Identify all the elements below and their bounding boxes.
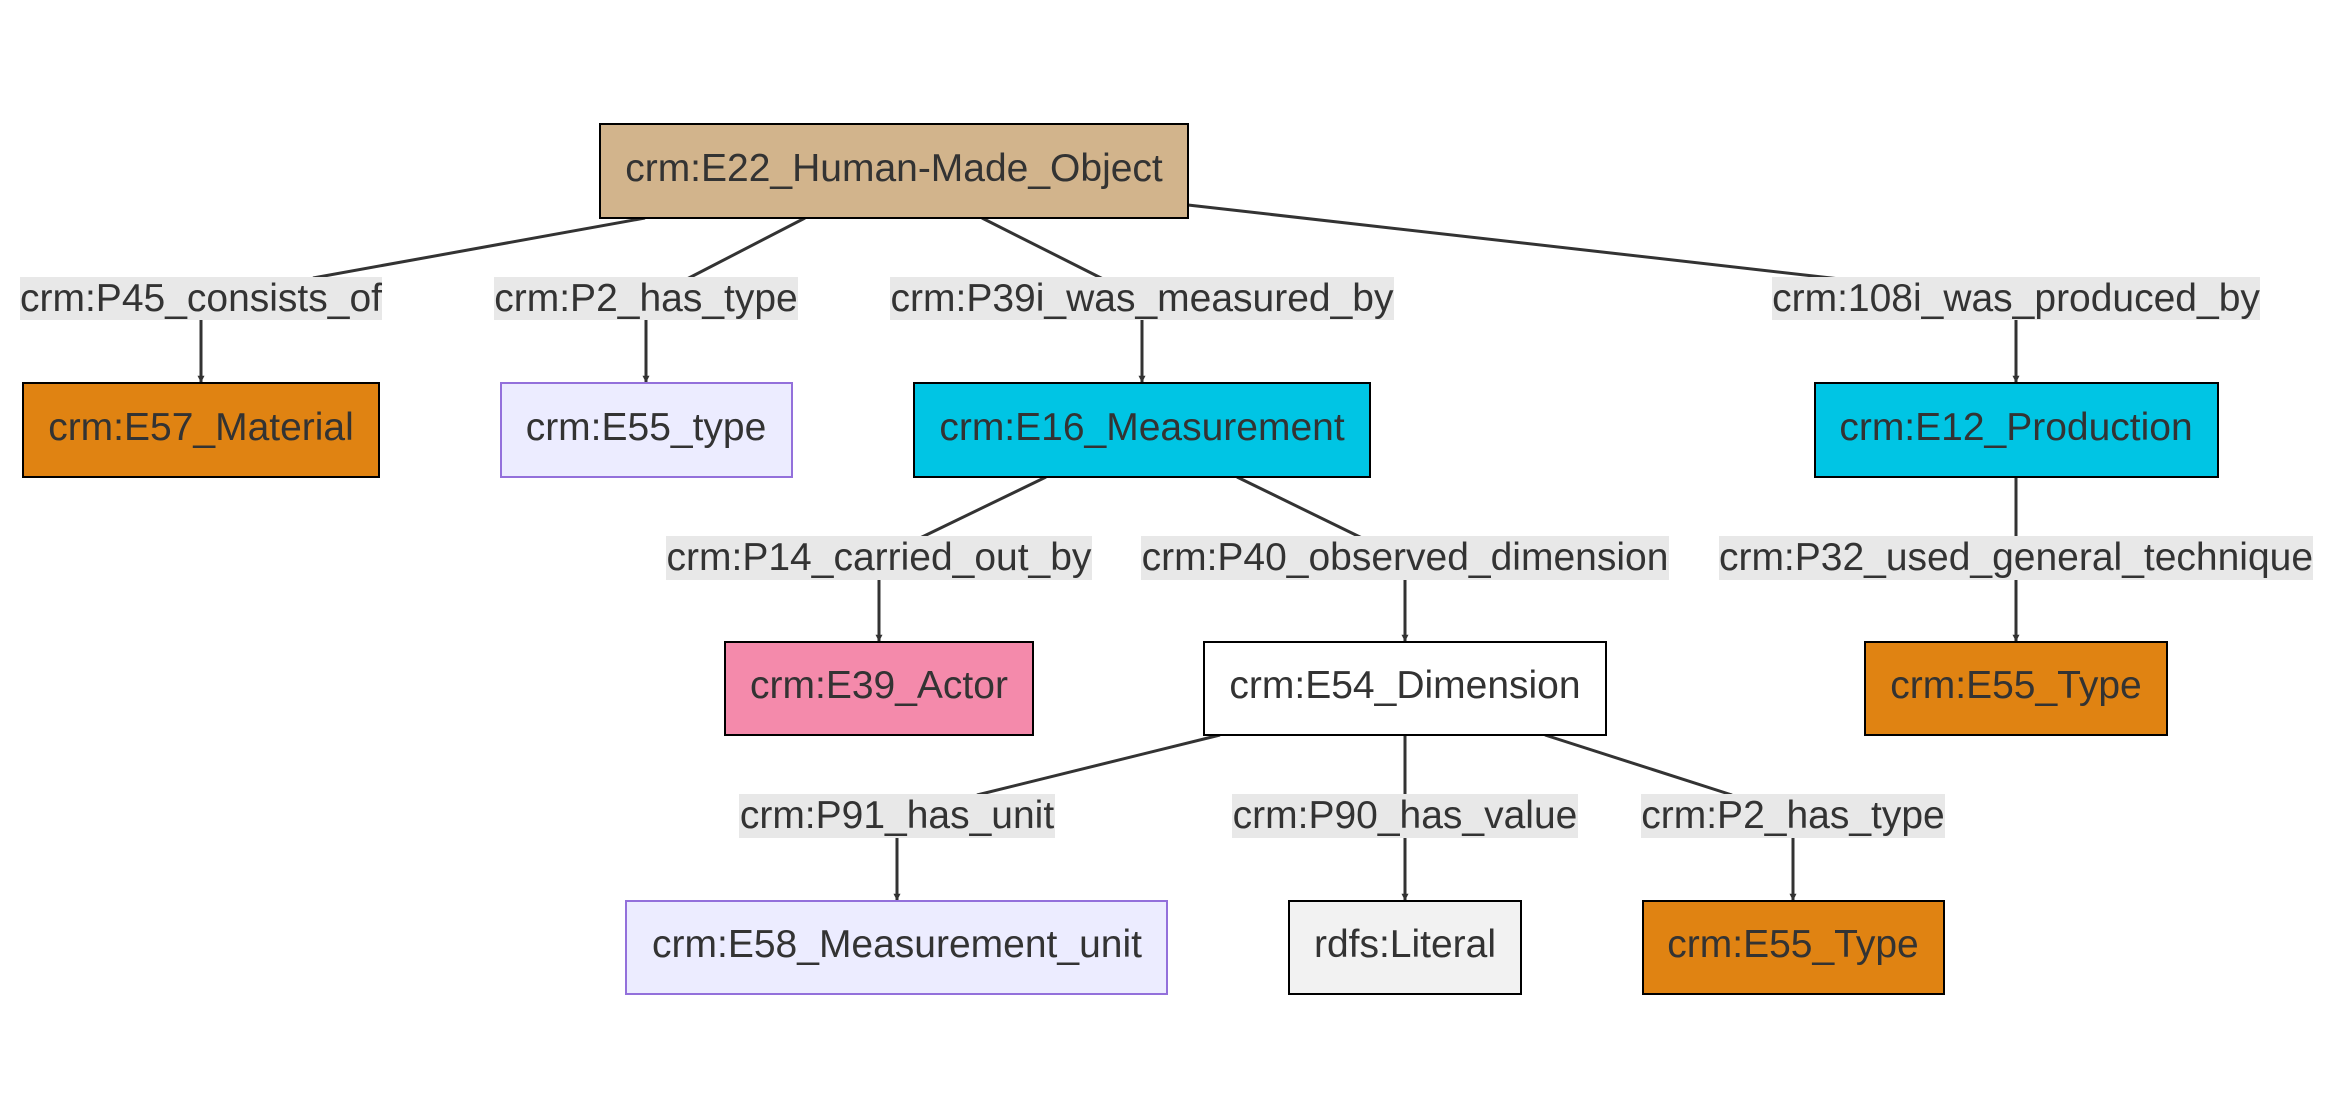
edge-label-p32: crm:P32_used_general_technique	[1719, 536, 2313, 580]
edge-label-p39i: crm:P39i_was_measured_by	[890, 277, 1394, 320]
node-e55-type-object-border	[500, 382, 793, 478]
node-e16-border	[913, 382, 1371, 478]
node-e55-type-object: crm:E55_type	[500, 382, 793, 478]
node-e39-border	[724, 641, 1034, 736]
edge-label-p39i-text: crm:P39i_was_measured_by	[891, 277, 1394, 320]
edge-label-p45-text: crm:P45_consists_of	[20, 277, 382, 320]
edge-p108i-was-produced-by	[1187, 203, 2020, 383]
edge-label-p2-dimension: crm:P2_has_type	[1641, 794, 1945, 838]
edge-label-p108i: crm:108i_was_produced_by	[1772, 277, 2260, 320]
edge-label-p14-text: crm:P14_carried_out_by	[667, 536, 1092, 579]
node-e54-box	[1204, 642, 1606, 735]
node-literal-box	[1289, 901, 1521, 994]
edge-p2-has-type-object	[642, 216, 806, 383]
node-literal-label: rdfs:Literal	[1314, 923, 1496, 966]
node-e57-material: crm:E57_Material	[22, 382, 380, 478]
node-e58-box	[626, 901, 1167, 994]
node-e12-box	[1815, 383, 2218, 477]
node-e16-box	[914, 383, 1370, 477]
edge-label-p2-object-text: crm:P2_has_type	[494, 277, 798, 320]
node-e55-type-object-label: crm:E55_type	[526, 406, 767, 449]
node-e12-label: crm:E12_Production	[1839, 406, 2192, 449]
node-e55-type-object-box	[501, 383, 792, 477]
node-e55-type-technique-border	[1864, 641, 2168, 736]
node-e57-border	[22, 382, 380, 478]
node-rdfs-literal: rdfs:Literal	[1288, 900, 1522, 995]
node-e22-label: crm:E22_Human-Made_Object	[625, 147, 1163, 190]
node-e57-box	[23, 383, 379, 477]
edge-p91-has-unit	[893, 733, 1221, 901]
edge-label-p40-text: crm:P40_observed_dimension	[1142, 536, 1669, 579]
node-e55-type-dimension-border	[1642, 900, 1945, 995]
node-e58-border	[625, 900, 1168, 995]
node-e12-production: crm:E12_Production	[1814, 382, 2219, 478]
edge-label-p90-text: crm:P90_has_value	[1233, 794, 1578, 837]
node-e55-type-technique: crm:E55_Type	[1864, 641, 2168, 736]
node-e12-border	[1814, 382, 2219, 478]
edge-label-p91-text: crm:P91_has_unit	[740, 794, 1055, 837]
node-literal-border	[1288, 900, 1522, 995]
edge-p39i-was-measured-by	[981, 216, 1146, 383]
node-e16-label: crm:E16_Measurement	[939, 406, 1344, 449]
edge-label-p91: crm:P91_has_unit	[739, 794, 1055, 838]
node-e22-box	[600, 124, 1188, 218]
edge-label-p108i-text: crm:108i_was_produced_by	[1772, 277, 2260, 320]
node-e54-border	[1203, 641, 1607, 736]
node-e39-label: crm:E39_Actor	[750, 664, 1008, 707]
edge-p14-carried-out-by	[875, 475, 1047, 642]
node-e58-label: crm:E58_Measurement_unit	[652, 923, 1142, 966]
node-e39-actor: crm:E39_Actor	[724, 641, 1034, 736]
node-e54-label: crm:E54_Dimension	[1229, 664, 1580, 707]
node-e57-label: crm:E57_Material	[48, 406, 354, 449]
edge-label-p40: crm:P40_observed_dimension	[1141, 536, 1669, 580]
node-e22-border	[599, 123, 1189, 219]
edge-p40-observed-dimension	[1236, 475, 1409, 642]
node-e16-measurement: crm:E16_Measurement	[913, 382, 1371, 478]
node-e55-type-technique-box	[1865, 642, 2167, 735]
edge-label-p2-object: crm:P2_has_type	[494, 277, 798, 320]
edge-label-p32-text: crm:P32_used_general_technique	[1719, 536, 2313, 579]
node-e55-type-dimension: crm:E55_Type	[1642, 900, 1945, 995]
node-e39-box	[725, 642, 1033, 735]
node-e22-human-made-object: crm:E22_Human-Made_Object	[599, 123, 1189, 219]
edge-label-p2-dimension-text: crm:P2_has_type	[1641, 794, 1945, 837]
node-e55-type-dimension-box	[1643, 901, 1944, 994]
edge-p2-has-type-dimension	[1544, 733, 1797, 901]
edge-label-p45: crm:P45_consists_of	[20, 277, 382, 320]
edge-label-p14: crm:P14_carried_out_by	[666, 536, 1092, 580]
node-e55-type-technique-label: crm:E55_Type	[1890, 664, 2141, 707]
edge-label-p90: crm:P90_has_value	[1232, 794, 1578, 838]
edge-p45-consists-of	[197, 216, 646, 383]
node-e55-type-dimension-label: crm:E55_Type	[1667, 923, 1918, 966]
node-e54-dimension: crm:E54_Dimension	[1203, 641, 1607, 736]
node-e58-measurement-unit: crm:E58_Measurement_unit	[625, 900, 1168, 995]
